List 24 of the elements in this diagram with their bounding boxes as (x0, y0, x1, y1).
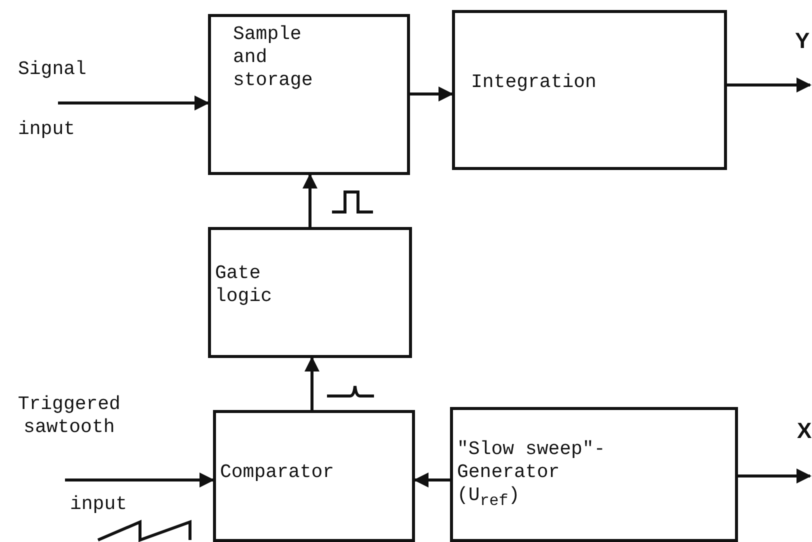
process-box (450, 407, 738, 542)
input-label: input (18, 118, 76, 141)
arrow (410, 86, 454, 102)
box-label: Comparator (220, 461, 336, 484)
box-label: Gate logic (215, 262, 274, 308)
process-box (208, 227, 412, 358)
process-box (213, 410, 415, 542)
input-label: input (70, 493, 128, 516)
input-label: Signal (18, 58, 86, 81)
output-label: X (797, 418, 812, 444)
arrow (414, 472, 450, 488)
process-box (452, 10, 727, 170)
arrow (304, 356, 320, 410)
output-label: Y (795, 28, 810, 54)
box-label: "Slow sweep"- Generator (U$_{ref}$) (457, 438, 606, 510)
input-label: Triggered sawtooth (16, 393, 122, 439)
arrow (65, 472, 214, 488)
box-label: Sample and storage (233, 23, 314, 92)
arrow (727, 78, 812, 92)
arrow (738, 468, 812, 484)
arrow (58, 96, 210, 110)
box-label: Integration (471, 71, 598, 94)
arrow (302, 174, 318, 227)
process-box (208, 14, 410, 175)
